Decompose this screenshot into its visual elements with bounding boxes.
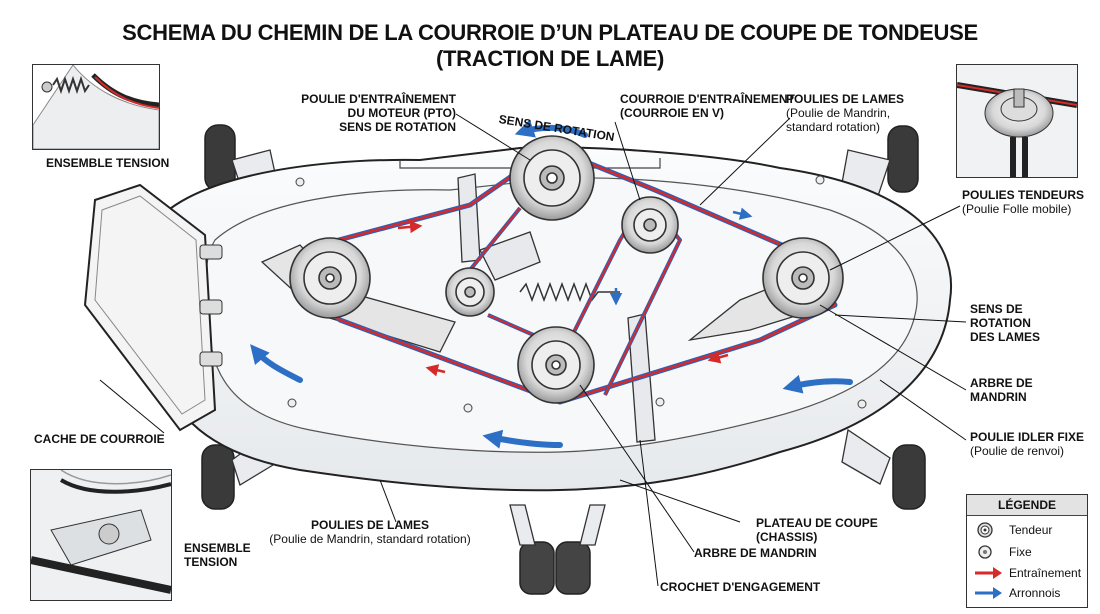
label-poulies-lames-bottom: POULIES DE LAMES (Poulie de Mandrin, sta… xyxy=(269,518,471,546)
tension-latch-icon xyxy=(30,469,172,600)
pulley-closeup-icon xyxy=(956,65,1078,177)
label-poulie-idler-fixe: POULIE IDLER FIXE (Poulie de renvoi) xyxy=(970,430,1085,458)
blue-arrow-icon xyxy=(975,587,1002,599)
label-poulies-lames-top: POULIES DE LAMES (Poulie de Mandrin, sta… xyxy=(786,92,905,134)
caster-wheels xyxy=(201,124,926,595)
inset-pulley-top-right xyxy=(956,64,1078,178)
deck-bolts xyxy=(287,175,867,413)
double-ring-pulley-icon xyxy=(977,522,993,538)
diagram-title-line1: SCHEMA DU CHEMIN DE LA COURROIE D’UN PLA… xyxy=(122,20,978,45)
label-poulies-tendeurs: POULIES TENDEURS (Poulie Folle mobile) xyxy=(962,188,1085,216)
belt-cover xyxy=(83,183,217,432)
label-cache-courroie: CACHE DE COURROIE xyxy=(34,432,165,446)
single-ring-pulley-icon xyxy=(978,545,992,559)
label-sens-rotation-lames: SENS DE ROTATION DES LAMES xyxy=(970,302,1041,344)
label-crochet-engagement: CROCHET D'ENGAGEMENT xyxy=(660,580,821,594)
tension-spring-icon xyxy=(32,64,160,150)
legend-box: LÉGENDE Tendeur Fixe Entraînement xyxy=(966,494,1088,608)
label-arbre-mandrin-right: ARBRE DE MANDRIN xyxy=(970,376,1033,404)
diagram-title-line2: (TRACTION DE LAME) xyxy=(435,46,665,71)
red-arrow-icon xyxy=(975,567,1002,579)
inset-tension-bottom xyxy=(30,469,172,601)
label-ensemble-tension-top: ENSEMBLE TENSION xyxy=(46,156,170,170)
leader-lines xyxy=(99,113,967,587)
label-poulie-moteur: POULIE D'ENTRAÎNEMENT DU MOTEUR (PTO) SE… xyxy=(301,92,456,134)
label-plateau-coupe: PLATEAU DE COUPE (CHASSIS) xyxy=(756,516,878,544)
label-courroie-entrainement: COURROIE D'ENTRAÎNEMENT (COURROIE EN V) xyxy=(620,92,795,120)
label-arbre-mandrin-bottom: ARBRE DE MANDRIN xyxy=(694,546,817,560)
legend-title: LÉGENDE xyxy=(967,495,1087,516)
pulleys xyxy=(289,135,844,404)
rotation-arrows xyxy=(250,119,853,449)
label-ensemble-tension-bottom: ENSEMBLE TENSION xyxy=(184,541,251,569)
belt-direction-arrows xyxy=(397,207,753,377)
tension-spring xyxy=(519,281,620,303)
inset-tension-top xyxy=(32,64,160,150)
